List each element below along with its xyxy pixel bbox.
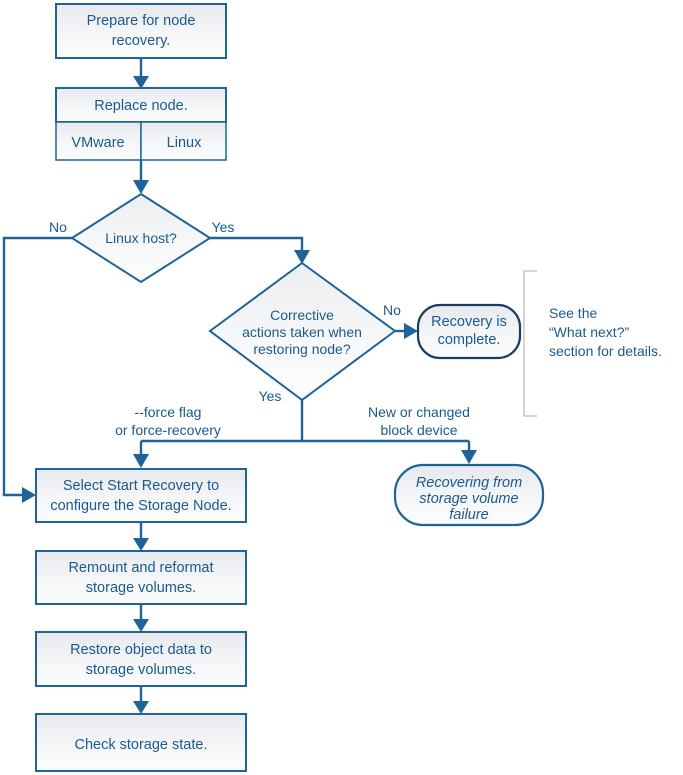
edge-label-linux-host-no: No: [49, 219, 67, 235]
connector-linux-host-yes: [210, 236, 310, 264]
decision-corrective-label-line3: restoring node?: [253, 341, 351, 357]
what-next-note-line1: See the: [549, 305, 597, 321]
option-vmware-label: VMware: [71, 135, 124, 151]
option-linux-cell[interactable]: [140, 121, 227, 161]
edge-label-linux-host-yes: Yes: [212, 219, 235, 235]
node-check-state-label: Check storage state.: [75, 737, 208, 753]
node-select-start-recovery[interactable]: Select Start Recovery to configure the S…: [35, 468, 247, 523]
connector-remount-to-restore: [133, 604, 149, 632]
edge-label-force-flag-line2: or force-recovery: [115, 422, 221, 438]
decision-linux-host[interactable]: Linux host?: [70, 192, 212, 284]
connector-select-to-remount: [133, 522, 149, 551]
node-remount-label-line1: Remount and reformat: [68, 560, 213, 576]
edge-label-block-device-line2: block device: [380, 422, 457, 438]
node-prepare-label-line2: recovery.: [112, 33, 171, 49]
what-next-note-line2: “What next?”: [549, 324, 629, 340]
node-recovery-complete-label-line1: Recovery is: [431, 314, 507, 330]
decision-linux-host-label: Linux host?: [105, 230, 177, 246]
decision-corrective-label-line2: actions taken when: [242, 324, 362, 340]
edge-label-block-device: New or changed block device: [368, 404, 470, 438]
node-prepare-label-line1: Prepare for node: [87, 13, 196, 29]
node-recovery-complete-label-line2: complete.: [438, 332, 501, 348]
connector-replace-to-linux-host: [133, 160, 149, 194]
decision-corrective-actions[interactable]: Corrective actions taken when restoring …: [208, 261, 397, 402]
node-remount-label-line2: storage volumes.: [86, 580, 196, 596]
connector-prepare-to-replace: [133, 58, 149, 89]
node-check-storage-state[interactable]: Check storage state.: [35, 713, 247, 772]
connector-restore-to-check: [133, 686, 149, 714]
node-restore-object-data[interactable]: Restore object data to storage volumes.: [35, 631, 247, 687]
node-replace-label: Replace node.: [94, 98, 188, 114]
node-recovering-link-line1: Recovering from: [416, 475, 522, 491]
node-recovering-link-line3: failure: [449, 507, 489, 523]
node-recovering-from-storage-volume-failure[interactable]: Recovering from storage volume failure: [393, 463, 545, 527]
connector-corrective-no: [395, 323, 418, 339]
node-remount-reformat-volumes[interactable]: Remount and reformat storage volumes.: [35, 550, 247, 605]
edge-label-force-flag: --force flag or force-recovery: [115, 404, 221, 438]
node-restore-label-line2: storage volumes.: [86, 662, 196, 678]
node-restore-label-line1: Restore object data to: [70, 642, 212, 658]
what-next-note-line3: section for details.: [549, 343, 662, 359]
edge-label-force-flag-line1: --force flag: [135, 404, 202, 420]
edge-label-corrective-no: No: [383, 302, 401, 318]
option-linux-label: Linux: [167, 135, 202, 151]
node-prepare-for-node-recovery[interactable]: Prepare for node recovery.: [55, 3, 227, 59]
what-next-bracket: [523, 270, 537, 417]
connector-split-bus: [133, 439, 477, 468]
node-recovering-link-line2: storage volume: [419, 491, 518, 507]
edge-label-block-device-line1: New or changed: [368, 404, 470, 420]
node-select-start-label-line2: configure the Storage Node.: [50, 498, 231, 514]
node-replace-options: VMware Linux: [55, 121, 227, 161]
node-recovery-is-complete[interactable]: Recovery is complete.: [416, 303, 522, 360]
node-select-start-label-line1: Select Start Recovery to: [63, 478, 219, 494]
what-next-note: See the “What next?” section for details…: [549, 305, 662, 359]
node-replace-node[interactable]: Replace node.: [55, 87, 227, 123]
edge-label-corrective-yes: Yes: [259, 388, 282, 404]
decision-corrective-label-line1: Corrective: [270, 307, 334, 323]
connector-linux-host-no: [2, 236, 72, 503]
